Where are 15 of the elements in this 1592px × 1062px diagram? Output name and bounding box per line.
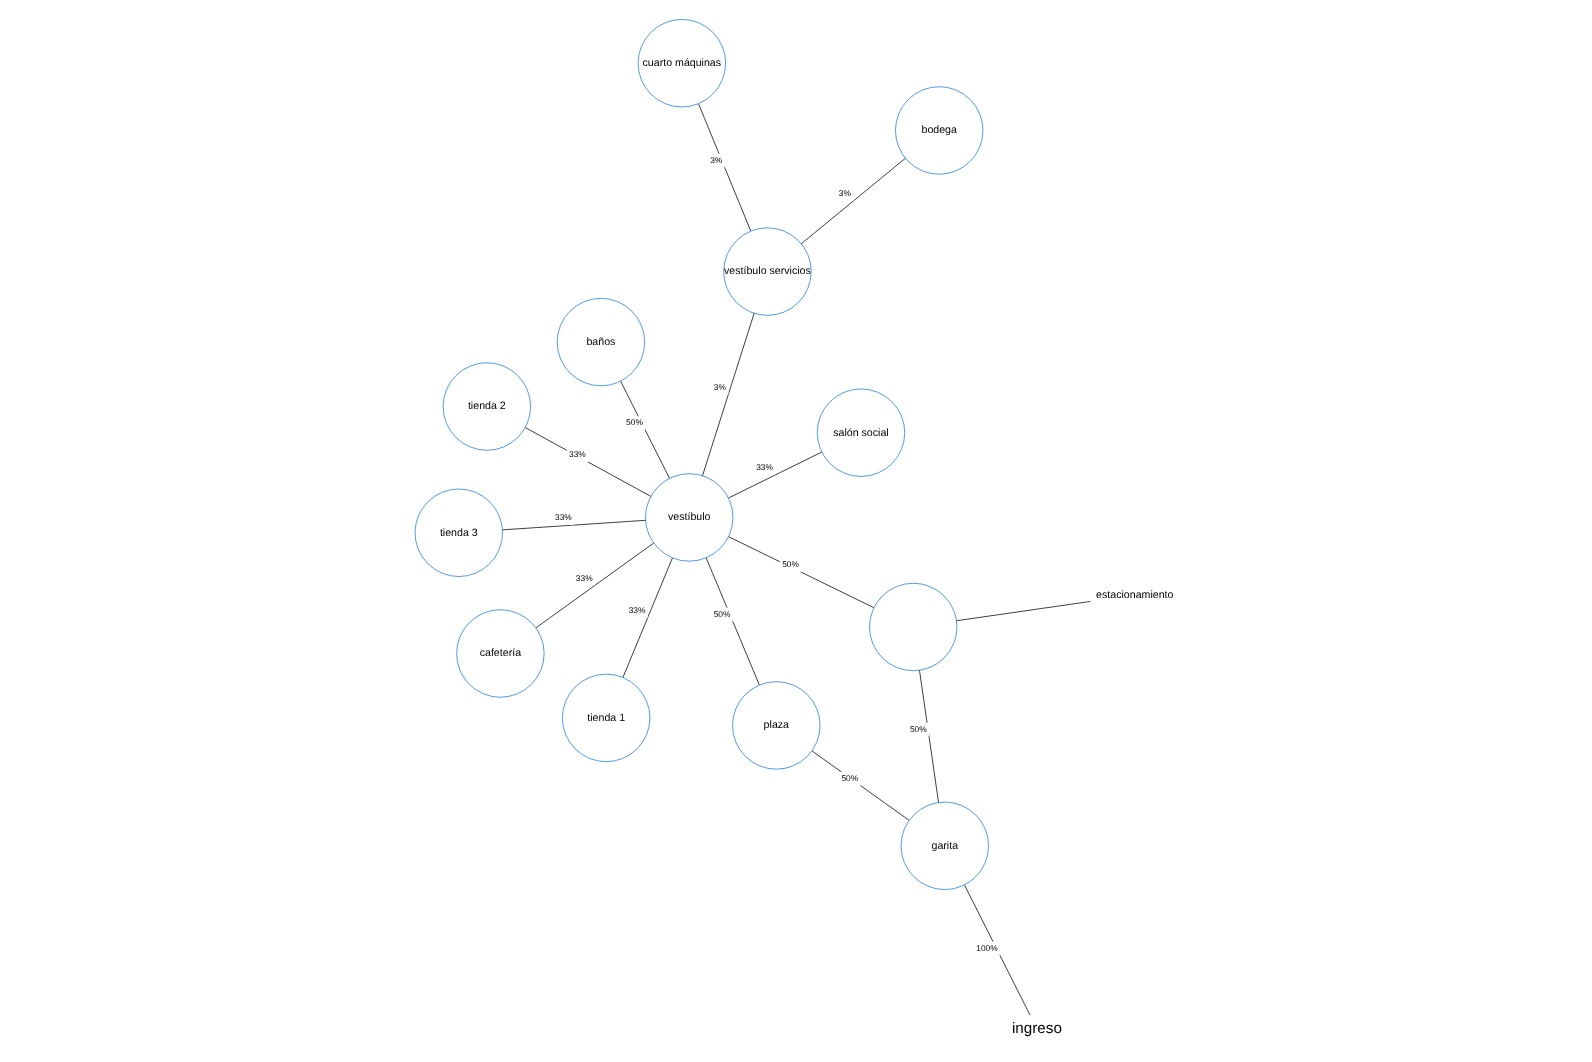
connector	[799, 157, 905, 245]
node-text: ingreso	[1011, 1018, 1061, 1037]
connector	[704, 557, 759, 686]
connector	[501, 519, 645, 531]
connector	[955, 601, 1090, 622]
connector	[534, 542, 654, 629]
connector	[701, 312, 754, 477]
connector	[810, 750, 909, 821]
connector	[963, 884, 1030, 1016]
connector	[524, 427, 651, 497]
connector	[727, 536, 874, 608]
connector	[697, 103, 751, 232]
connector	[727, 451, 821, 499]
node-circle	[868, 582, 957, 672]
connector	[918, 670, 938, 803]
